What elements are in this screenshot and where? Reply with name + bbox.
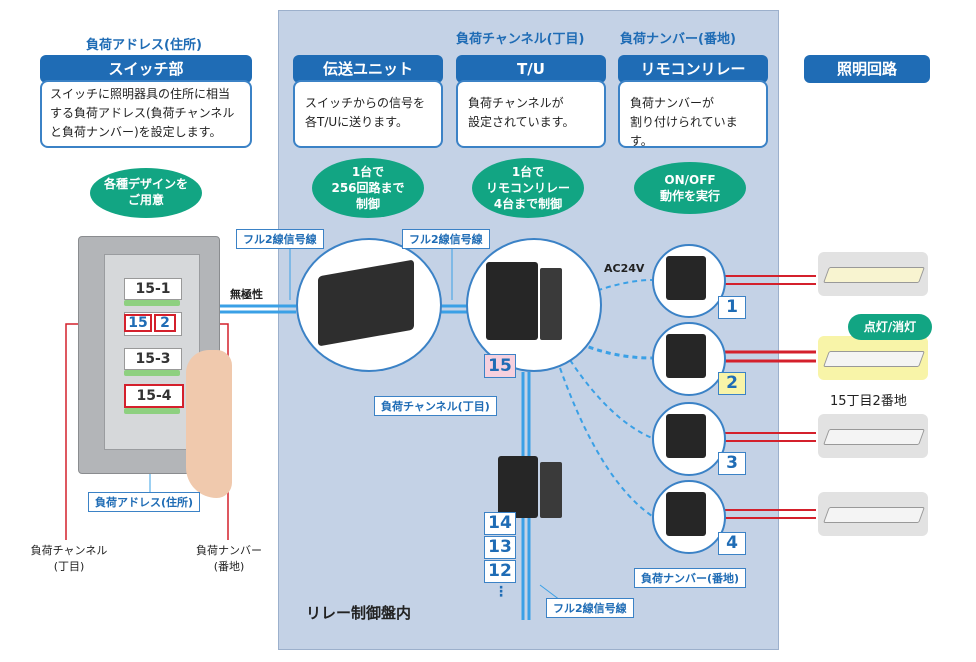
tu-bubble-line-3: 4台まで制御 bbox=[493, 197, 563, 211]
onoff-bubble: ON/OFF 動作を実行 bbox=[634, 162, 746, 214]
load-number-heading: 負荷ナンバー(番地) bbox=[620, 32, 736, 47]
signal-line-tag-left: フル2線信号線 bbox=[236, 229, 324, 249]
channel-12: 12 bbox=[484, 560, 516, 583]
tu-capacity-bubble: 1台で リモコンリレー 4台まで制御 bbox=[472, 158, 584, 218]
relay-2-device bbox=[666, 334, 706, 378]
switch-row-15-1[interactable]: 15-1 bbox=[124, 278, 182, 300]
relay-description: 負荷ナンバーが 割り付けられています。 bbox=[618, 80, 768, 148]
ac-voltage-label: AC24V bbox=[604, 262, 645, 275]
channel-highlight: 15 bbox=[124, 314, 152, 332]
channel-tag: 負荷チャンネル(丁目) bbox=[374, 396, 497, 416]
channel-ellipsis: ⋮ bbox=[494, 584, 508, 600]
tu-device-lower bbox=[498, 456, 538, 518]
tu-device bbox=[486, 262, 538, 340]
tu-bubble-line-1: 1台で bbox=[511, 165, 545, 179]
channel-label: 負荷チャンネル (丁目) bbox=[28, 542, 110, 574]
relay-desc-line-1: 負荷ナンバーが bbox=[630, 96, 715, 110]
load-address-heading: 負荷アドレス(住所) bbox=[86, 38, 202, 53]
relay-number-3: 3 bbox=[718, 452, 746, 475]
capacity-bubble-line-3: 制御 bbox=[355, 197, 380, 211]
signal-line-tag-mid: フル2線信号線 bbox=[402, 229, 490, 249]
switch-unit-title: スイッチ部 bbox=[40, 55, 252, 83]
lighting-circuit-title: 照明回路 bbox=[804, 55, 930, 83]
light-2-on bbox=[818, 336, 928, 380]
channel-13: 13 bbox=[484, 536, 516, 559]
relay-number-4: 4 bbox=[718, 532, 746, 555]
switch-led-1 bbox=[124, 300, 180, 306]
onoff-bubble-line-2: 動作を実行 bbox=[659, 189, 720, 203]
address-tag: 負荷アドレス(住所) bbox=[88, 492, 201, 512]
switch-row-15-3[interactable]: 15-3 bbox=[124, 348, 182, 370]
capacity-bubble: 1台で 256回路まで 制御 bbox=[312, 158, 424, 218]
channel-number: 15 bbox=[484, 354, 516, 378]
number-label-line-2: (番地) bbox=[213, 560, 245, 573]
relay-number-1: 1 bbox=[718, 296, 746, 319]
capacity-bubble-line-1: 1台で bbox=[351, 165, 385, 179]
load-number-tag: 負荷ナンバー(番地) bbox=[634, 568, 747, 588]
transmission-description: スイッチからの信号を 各T/Uに送ります。 bbox=[293, 80, 443, 148]
transmission-desc-line-2: 各T/Uに送ります。 bbox=[305, 115, 408, 129]
relay-3-device bbox=[666, 414, 706, 458]
channel-label-line-2: (丁目) bbox=[53, 560, 85, 573]
tu-device-side bbox=[540, 268, 562, 340]
switch-desc-line-2: する負荷アドレス(負荷チャンネル bbox=[50, 106, 235, 120]
number-label: 負荷ナンバー (番地) bbox=[188, 542, 270, 574]
relay-desc-line-2: 割り付けられています。 bbox=[630, 115, 738, 148]
polarity-label: 無極性 bbox=[230, 288, 263, 301]
onoff-light-bubble: 点灯/消灯 bbox=[848, 314, 932, 340]
tu-device-lower-side bbox=[540, 462, 562, 518]
design-bubble: 各種デザインを ご用意 bbox=[90, 168, 202, 218]
relay-1-device bbox=[666, 256, 706, 300]
capacity-bubble-line-2: 256回路まで bbox=[331, 181, 405, 195]
switch-description: スイッチに照明器具の住所に相当 する負荷アドレス(負荷チャンネル と負荷ナンバー… bbox=[40, 80, 252, 148]
hand-illustration bbox=[186, 350, 232, 498]
load-channel-heading: 負荷チャンネル(丁目) bbox=[456, 32, 585, 47]
design-bubble-line-2: ご用意 bbox=[127, 193, 164, 207]
switch-row-15-2[interactable] bbox=[124, 312, 182, 336]
tu-title: T/U bbox=[456, 55, 606, 83]
transmission-desc-line-1: スイッチからの信号を bbox=[305, 96, 426, 110]
switch-led-3 bbox=[124, 370, 180, 376]
address-label: 15丁目2番地 bbox=[830, 394, 907, 409]
channel-14: 14 bbox=[484, 512, 516, 535]
signal-line-tag-bottom: フル2線信号線 bbox=[546, 598, 634, 618]
panel-label: リレー制御盤内 bbox=[306, 604, 412, 622]
transmission-unit-title: 伝送ユニット bbox=[293, 55, 443, 83]
light-4 bbox=[818, 492, 928, 536]
relay-title: リモコンリレー bbox=[618, 55, 768, 83]
tu-desc-line-1: 負荷チャンネルが bbox=[468, 96, 564, 110]
number-label-line-1: 負荷ナンバー bbox=[196, 544, 262, 557]
switch-row-15-4[interactable]: 15-4 bbox=[124, 384, 184, 408]
light-1 bbox=[818, 252, 928, 296]
switch-desc-line-1: スイッチに照明器具の住所に相当 bbox=[50, 87, 231, 101]
tu-desc-line-2: 設定されています。 bbox=[468, 115, 575, 129]
switch-desc-line-3: と負荷ナンバー)を設定します。 bbox=[50, 125, 222, 139]
onoff-bubble-line-1: ON/OFF bbox=[664, 173, 716, 187]
design-bubble-line-1: 各種デザインを bbox=[103, 177, 188, 191]
relay-4-device bbox=[666, 492, 706, 536]
tu-bubble-line-2: リモコンリレー bbox=[485, 181, 570, 195]
relay-number-2: 2 bbox=[718, 372, 746, 395]
switch-led-4 bbox=[124, 408, 180, 414]
number-highlight: 2 bbox=[154, 314, 176, 332]
channel-label-line-1: 負荷チャンネル bbox=[30, 544, 108, 557]
light-3 bbox=[818, 414, 928, 458]
tu-description: 負荷チャンネルが 設定されています。 bbox=[456, 80, 606, 148]
